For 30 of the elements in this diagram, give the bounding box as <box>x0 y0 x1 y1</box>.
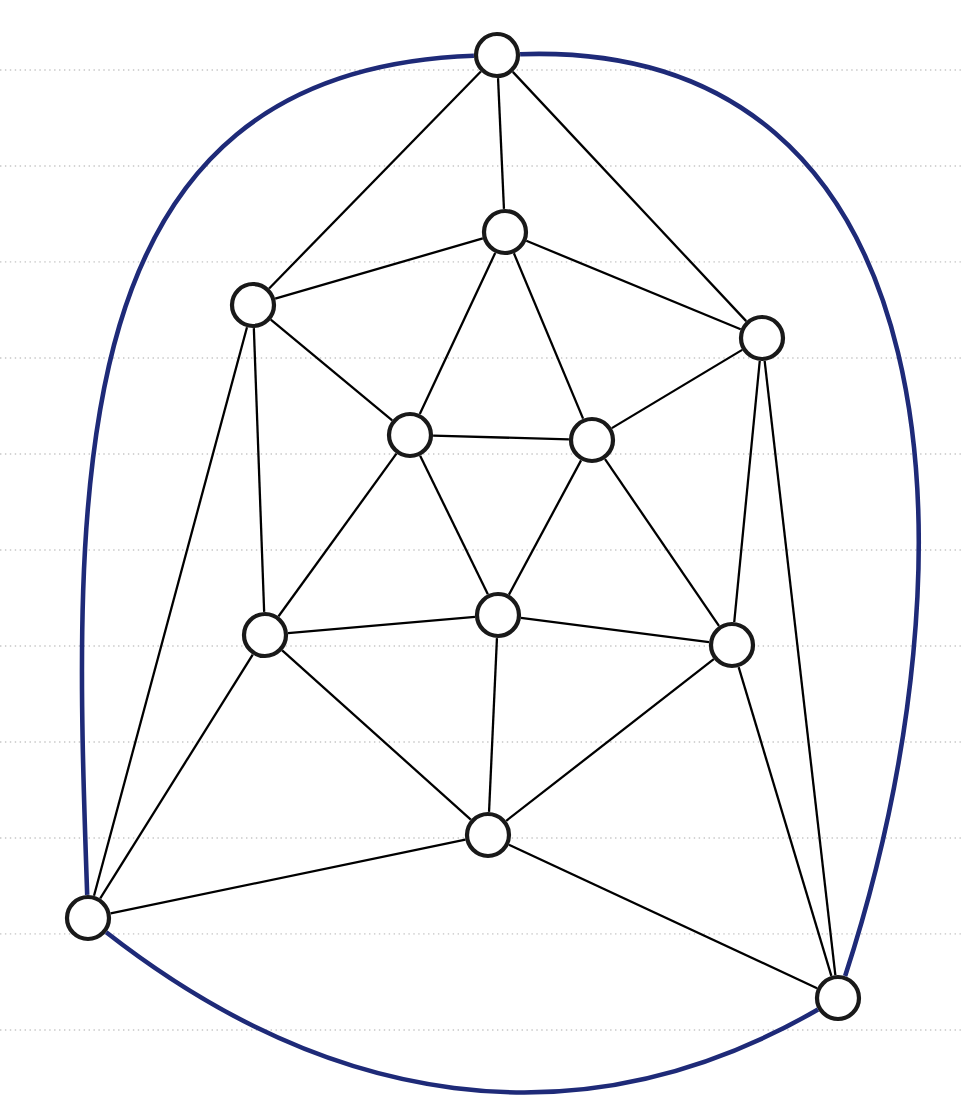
edge-line <box>611 348 743 430</box>
edge-line <box>763 360 837 976</box>
edge-line <box>99 653 254 899</box>
edge-line <box>92 327 249 896</box>
edge-line <box>433 434 569 441</box>
edge-line <box>519 51 921 977</box>
edge-line <box>281 649 472 821</box>
edge-line <box>507 459 583 596</box>
edge-line <box>270 318 393 422</box>
edge-line <box>487 638 499 812</box>
edge-line <box>737 666 833 977</box>
edge-line <box>512 252 585 420</box>
edge-line <box>252 328 266 612</box>
edge-line <box>418 252 497 415</box>
edge-line <box>79 53 475 895</box>
edge-line <box>274 237 484 300</box>
edge-line <box>104 930 820 1095</box>
edge-line <box>268 70 482 290</box>
edge-line <box>505 658 715 822</box>
edge-line <box>520 616 710 644</box>
edge-line <box>419 455 489 595</box>
edge-line <box>733 360 761 623</box>
edge-line <box>525 239 742 331</box>
edge-line <box>287 615 476 635</box>
edge-line <box>604 458 720 627</box>
edge-line <box>496 78 506 209</box>
edge-line <box>511 71 748 322</box>
edge-line <box>508 843 818 990</box>
edge-line <box>277 453 398 617</box>
edge-line <box>110 838 466 915</box>
